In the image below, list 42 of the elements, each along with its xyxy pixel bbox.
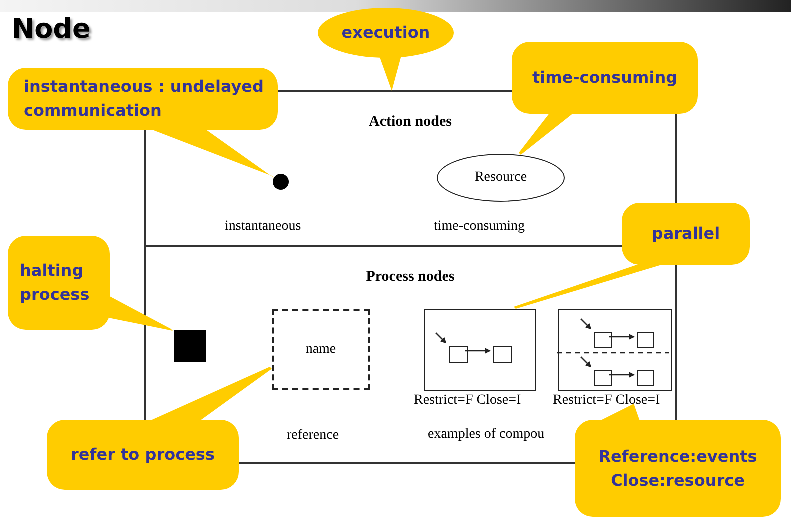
arrow — [580, 356, 592, 368]
node-label: Resource — [474, 170, 528, 186]
section-heading: Action nodes — [369, 114, 452, 131]
process-box — [594, 370, 612, 386]
callout-text: time-consuming — [532, 67, 678, 89]
node-caption: Restrict=F Close=I — [553, 393, 660, 409]
compound-process-box — [558, 309, 672, 391]
caption-label: examples of compou — [428, 427, 545, 443]
node-caption: Restrict=F Close=I — [414, 393, 522, 409]
callout-text: Reference:events Close:resource — [598, 446, 758, 492]
node-label: name — [306, 342, 336, 358]
process-box — [637, 370, 654, 386]
arrow — [609, 372, 635, 378]
arrow — [609, 334, 635, 340]
callout-text: instantaneous : undelayed communication — [24, 76, 265, 122]
callout-pointer — [519, 113, 574, 155]
process-box — [637, 332, 654, 348]
arrow — [436, 332, 447, 344]
process-box — [493, 346, 512, 363]
callout-pointer — [150, 129, 274, 178]
callout-text: execution — [342, 22, 430, 44]
callout-bubble — [622, 203, 750, 265]
arrow — [580, 318, 592, 330]
arrow — [465, 348, 491, 354]
callout-text: parallel — [652, 223, 720, 245]
callout-text: halting process — [20, 260, 91, 306]
callout-pointer — [109, 296, 173, 331]
instant-dot — [273, 174, 289, 190]
section-heading: Process nodes — [366, 269, 455, 286]
title: Node — [12, 14, 91, 45]
halting-square — [174, 330, 206, 362]
process-box — [594, 332, 612, 348]
node-caption: reference — [287, 428, 340, 444]
node-caption: time-consuming — [434, 219, 525, 235]
callout-pointer — [150, 367, 272, 421]
process-box — [449, 346, 468, 363]
compound-process-box — [424, 309, 536, 391]
node-caption: instantaneous — [225, 219, 302, 235]
callout-bubble — [575, 420, 781, 517]
callout-text: refer to process — [71, 444, 215, 466]
reference-box — [272, 309, 370, 390]
callout-bubble — [8, 236, 110, 330]
